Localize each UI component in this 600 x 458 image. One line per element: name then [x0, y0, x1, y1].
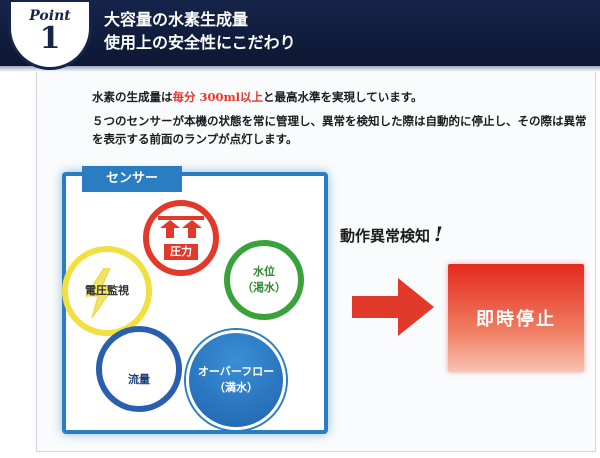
detection-label: 動作異常検知! [340, 222, 443, 246]
description-line-1: 水素の生成量は毎分 300ml以上と最高水準を実現しています。 [92, 88, 592, 106]
description-highlight: 毎分 300ml以上 [172, 90, 264, 104]
pressure-arrows-icon [158, 216, 204, 238]
flow-sensor: 流量 [96, 326, 182, 412]
title-line-2: 使用上の安全性にこだわり [104, 33, 296, 52]
water-level-sublabel: （渇水） [242, 281, 286, 294]
pressure-sensor: 圧力 [143, 200, 219, 276]
lightning-bolt-icon [85, 268, 115, 318]
header: Point 1 大容量の水素生成量 使用上の安全性にこだわり [0, 0, 600, 76]
page-title: 大容量の水素生成量 使用上の安全性にこだわり [104, 8, 296, 54]
sensor-tab: センサー [82, 166, 182, 192]
exclamation-mark: ! [434, 222, 443, 246]
overflow-sublabel: （満水） [214, 381, 258, 394]
point-word: Point [29, 8, 71, 24]
voltage-sensor: 電圧監視 [62, 246, 152, 336]
voltage-label: 電圧監視 [85, 284, 129, 297]
title-line-1: 大容量の水素生成量 [104, 10, 249, 29]
detection-text: 動作異常検知 [340, 227, 431, 245]
description-line-1-pre: 水素の生成量は [92, 90, 173, 104]
overflow-sensor: オーバーフロー （満水） [186, 330, 286, 430]
immediate-stop-label: 即時停止 [476, 309, 556, 330]
immediate-stop-box: 即時停止 [448, 264, 584, 372]
description-line-1-post: と最高水準を実現しています。 [263, 90, 423, 104]
point-badge: Point 1 [8, 2, 92, 70]
point-number: 1 [39, 21, 61, 56]
water-level-label: 水位 [253, 265, 275, 278]
description-line-2: ５つのセンサーが本機の状態を常に管理し、異常を検知した際は自動的に停止し、その際… [92, 114, 587, 146]
header-shadow [0, 66, 600, 72]
water-level-sensor: 水位 （渇水） [224, 240, 304, 320]
flow-label: 流量 [128, 373, 150, 386]
arrow-right-icon [352, 278, 434, 336]
pressure-label: 圧力 [164, 244, 198, 260]
overflow-label: オーバーフロー [197, 365, 275, 378]
description: 水素の生成量は毎分 300ml以上と最高水準を実現しています。 ５つのセンサーが… [92, 88, 592, 154]
header-bar [0, 0, 600, 66]
